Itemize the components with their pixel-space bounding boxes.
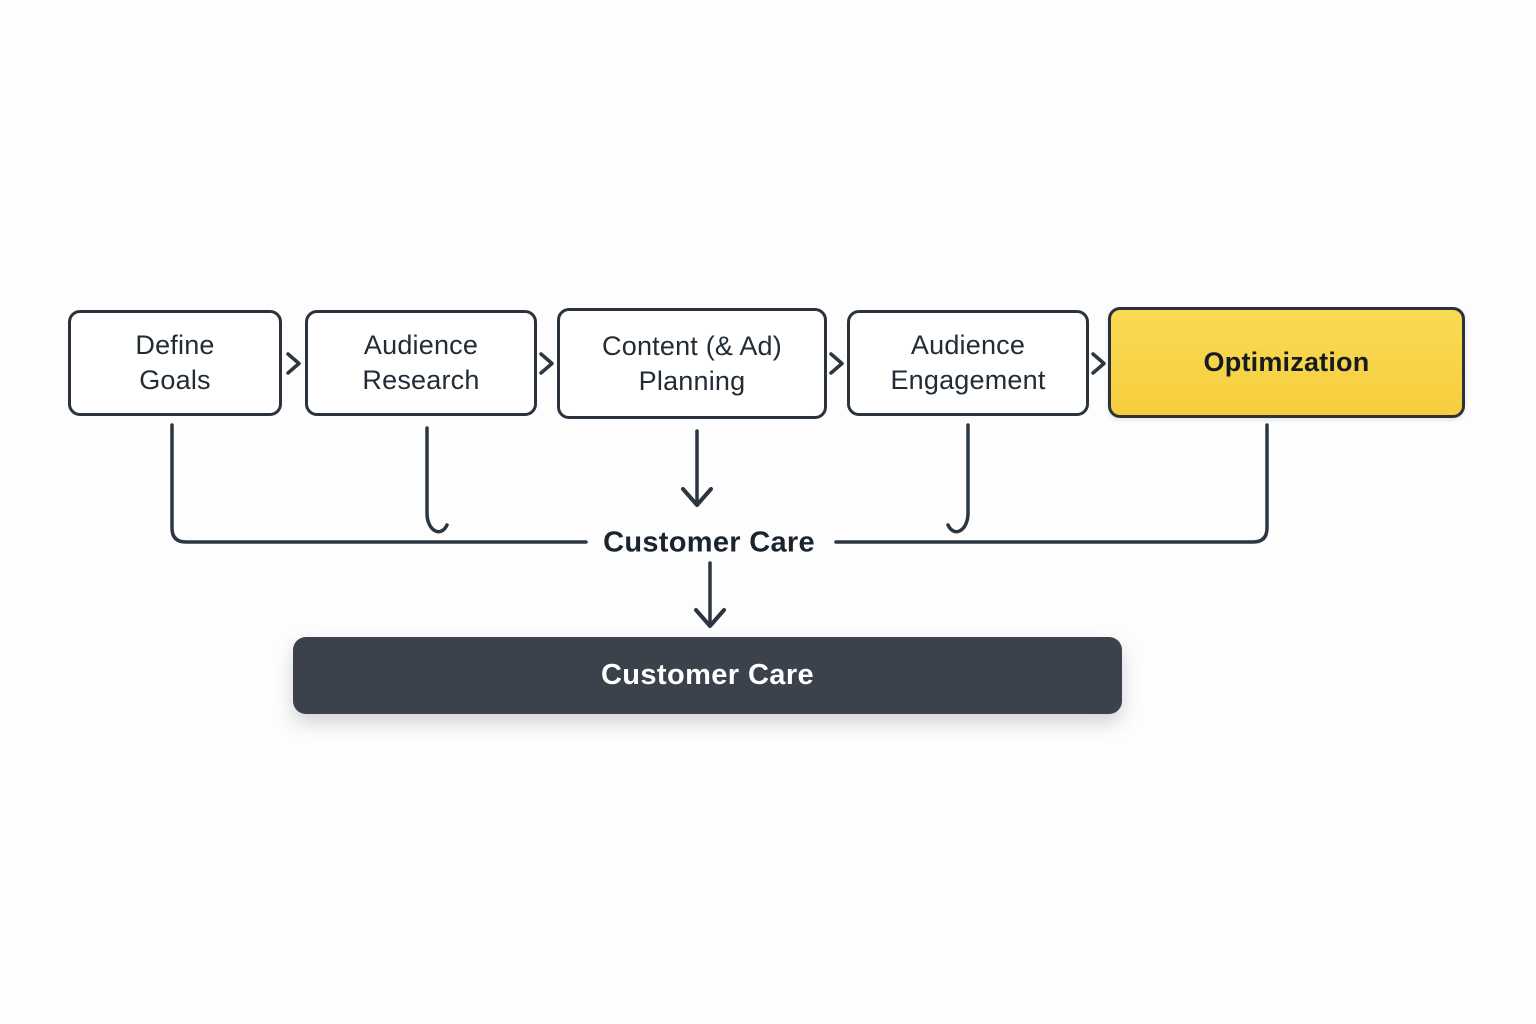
stage-label: Planning <box>638 365 746 396</box>
stage-label: Audience <box>910 330 1026 360</box>
stage-label: Research <box>362 365 480 395</box>
connector-audience-research-hook <box>425 426 449 534</box>
customer-care-bar: Customer Care <box>293 637 1122 714</box>
chevron-right-icon <box>286 352 301 375</box>
stage-box-define-goals: Define Goals <box>68 310 282 416</box>
stage-label: Goals <box>139 365 211 395</box>
arrow-down-icon <box>681 487 713 507</box>
stage-label: Optimization <box>1203 347 1370 377</box>
chevron-right-icon <box>539 352 554 375</box>
customer-care-bar-label: Customer Care <box>600 659 815 691</box>
connector-audience-engagement-hook <box>946 423 970 534</box>
stage-label: Engagement <box>890 365 1046 395</box>
arrow-down-icon <box>694 608 726 628</box>
stage-box-content-ad-planning: Content (& Ad) Planning <box>557 308 827 419</box>
stage-box-audience-engagement: Audience Engagement <box>847 310 1089 416</box>
chevron-right-icon <box>829 352 844 375</box>
connector-label-customer-care: Customer Care <box>603 526 815 559</box>
stage-label: Define <box>135 330 215 360</box>
stage-box-audience-research: Audience Research <box>305 310 537 416</box>
connector-define-goals <box>170 423 588 544</box>
chevron-right-icon <box>1091 352 1106 375</box>
connector-optimization <box>834 423 1269 544</box>
stage-label: Audience <box>363 330 479 360</box>
stage-label: Content (& Ad) <box>602 330 782 361</box>
stage-box-optimization: Optimization <box>1108 307 1465 418</box>
